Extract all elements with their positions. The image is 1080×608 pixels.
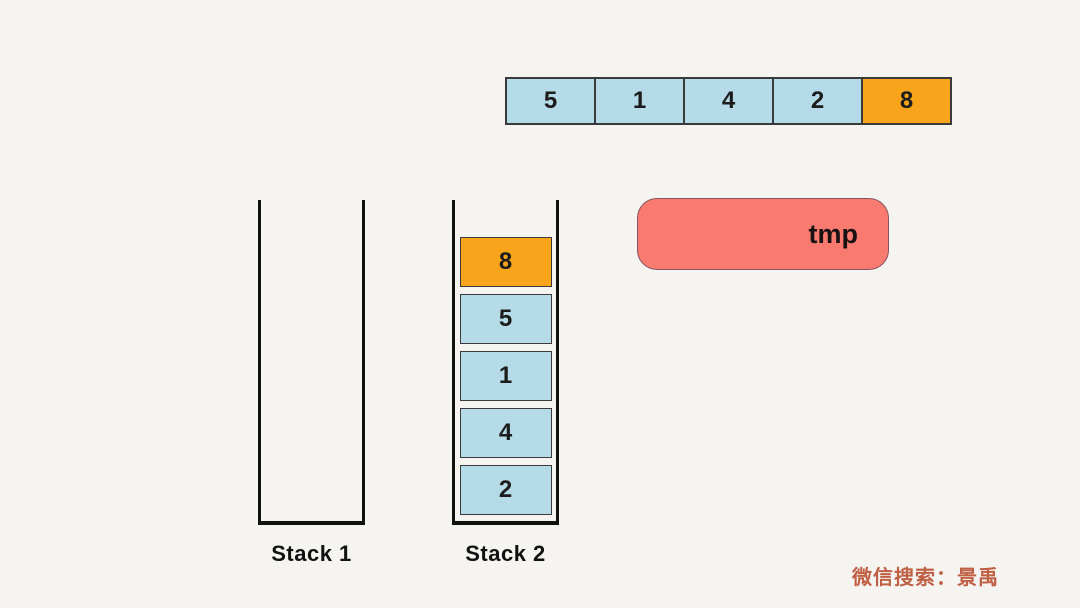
array-cell: 2: [772, 77, 863, 125]
stack-1-label: Stack 1: [271, 541, 352, 566]
array-cell: 5: [505, 77, 596, 125]
tmp-variable-box: tmp: [637, 198, 889, 270]
stack-1-container: [258, 200, 365, 525]
stack-2-items: 8 5 1 4 2: [455, 237, 556, 515]
stack-block: 1: [459, 351, 552, 401]
input-array: 5 1 4 2 8: [505, 77, 952, 125]
stack-block: 4: [459, 408, 552, 458]
stack-block: 2: [459, 465, 552, 515]
watermark-text: 微信搜索：景禹: [852, 565, 999, 589]
array-cell: 1: [594, 77, 685, 125]
stack-block: 5: [459, 294, 552, 344]
tmp-label: tmp: [808, 218, 859, 249]
array-cell-highlighted: 8: [861, 77, 952, 125]
stack-2-label: Stack 2: [465, 541, 546, 566]
stack-block-highlighted: 8: [459, 237, 552, 287]
stack-2-container: 8 5 1 4 2: [452, 200, 559, 525]
array-cell: 4: [683, 77, 774, 125]
